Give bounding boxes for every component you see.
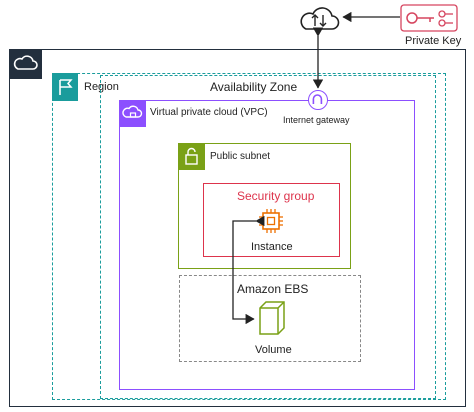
- internet-gateway-label: Internet gateway: [283, 115, 350, 125]
- volume-label: Volume: [255, 344, 292, 356]
- public-subnet-label: Public subnet: [210, 151, 271, 162]
- security-group-label: Security group: [237, 189, 315, 203]
- key-icon: [400, 4, 458, 32]
- aws-cloud-icon: [9, 49, 42, 79]
- public-subnet-container: [178, 143, 351, 269]
- ebs-container: [179, 275, 361, 362]
- region-flag-icon: [52, 73, 78, 101]
- internet-gateway-icon: [308, 90, 328, 110]
- private-key-label: Private Key: [405, 35, 462, 47]
- vpc-label: Virtual private cloud (VPC): [150, 107, 268, 118]
- vpc-icon: [119, 100, 146, 127]
- instance-volume-link: [232, 215, 265, 325]
- cloud-upload-download-icon: [298, 5, 340, 33]
- security-group-container: [203, 183, 340, 257]
- availability-zone-container: [100, 75, 436, 399]
- region-container: [52, 73, 446, 400]
- volume-box-icon: [257, 299, 287, 337]
- availability-zone-label: Availability Zone: [210, 80, 298, 94]
- vpc-container: [119, 100, 415, 390]
- region-label: Region: [84, 81, 119, 93]
- lock-icon: [178, 143, 205, 170]
- aws-cloud-container: [9, 49, 466, 407]
